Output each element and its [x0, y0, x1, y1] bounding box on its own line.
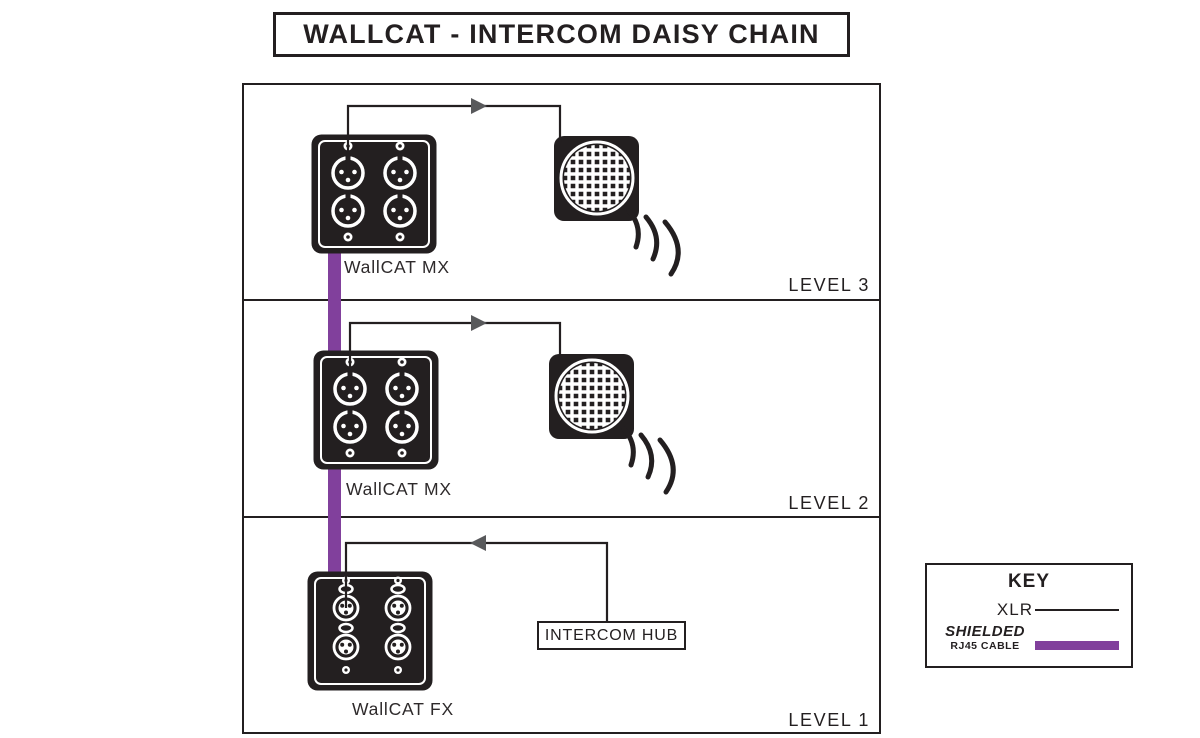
xlr-male-wall-plate-icon — [313, 350, 439, 470]
key-shielded-label: SHIELDED — [945, 623, 1025, 640]
speaker-icon — [554, 136, 681, 277]
intercom-hub-label: INTERCOM HUB — [544, 626, 679, 644]
xlr-male-connector-icon — [331, 193, 365, 228]
screw-icon — [395, 232, 405, 242]
key-rj45-cable-label: RJ45 CABLE — [950, 639, 1020, 652]
screw-icon — [345, 357, 355, 367]
level-2-label: LEVEL 2 — [788, 493, 870, 513]
level-3-label: LEVEL 3 — [788, 275, 870, 295]
device-label-level-2: WallCAT MX — [346, 479, 452, 499]
xlr-male-connector-icon — [385, 409, 419, 444]
speaker-icon — [549, 354, 676, 495]
screw-icon — [343, 141, 353, 151]
xlr-male-connector-icon — [383, 193, 417, 228]
page-title: WALLCAT - INTERCOM DAISY CHAIN — [303, 19, 820, 49]
xlr-line-sample — [1035, 609, 1119, 611]
rj45-line-sample — [1035, 641, 1119, 650]
key-legend: KEY XLR SHIELDED RJ45 CABLE — [925, 563, 1133, 668]
level-divider — [244, 515, 879, 518]
key-title: KEY — [1007, 571, 1051, 592]
screw-icon — [395, 141, 405, 151]
sound-waves-icon — [621, 426, 676, 495]
level-1-label: LEVEL 1 — [788, 710, 870, 730]
page-title-box: WALLCAT - INTERCOM DAISY CHAIN — [273, 12, 850, 57]
screw-icon — [397, 448, 407, 458]
device-label-level-3: WallCAT MX — [344, 257, 450, 277]
screw-icon — [345, 448, 355, 458]
screw-icon — [397, 357, 407, 367]
xlr-female-connector-icon — [332, 622, 360, 661]
intercom-hub-box: INTERCOM HUB — [537, 621, 686, 650]
xlr-female-wall-plate-icon — [307, 571, 433, 691]
screw-icon — [342, 576, 350, 585]
screw-icon — [394, 666, 402, 674]
screw-icon — [394, 576, 402, 585]
device-label-level-1: WallCAT FX — [352, 699, 454, 719]
sound-waves-icon — [626, 208, 681, 277]
level-divider — [244, 298, 879, 301]
xlr-male-connector-icon — [333, 409, 367, 444]
xlr-male-wall-plate-icon — [311, 134, 437, 254]
key-xlr-label: XLR — [996, 600, 1033, 619]
xlr-female-connector-icon — [384, 622, 412, 661]
key-rj45-labels: SHIELDED RJ45 CABLE — [935, 623, 1035, 652]
screw-icon — [343, 232, 353, 242]
screw-icon — [342, 666, 350, 674]
